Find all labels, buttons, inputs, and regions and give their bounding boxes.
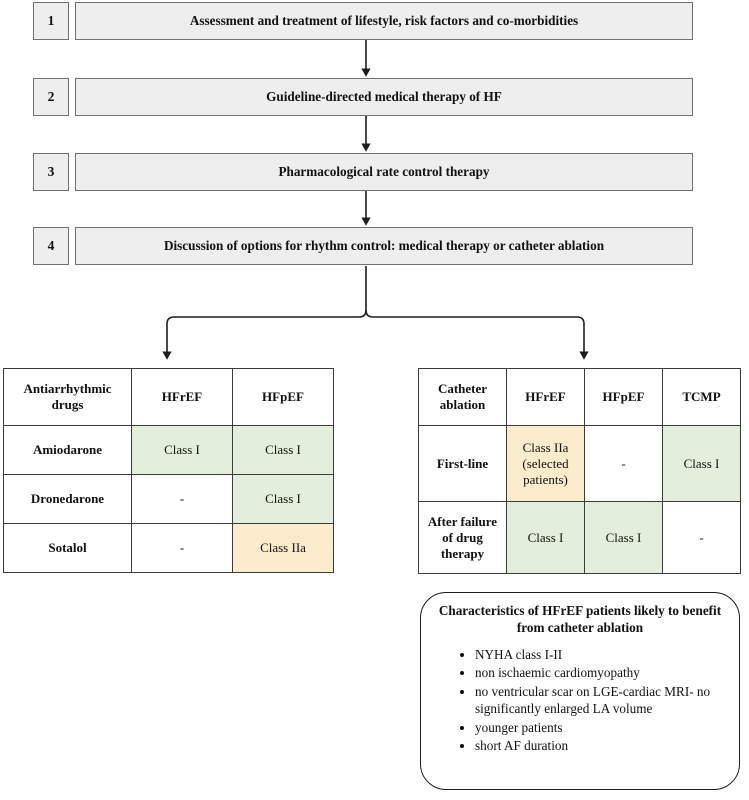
- drug-cell-2-0: -: [131, 523, 233, 573]
- ablation-cell-0-1: -: [584, 425, 663, 502]
- table-row: Sotalol - Class IIa: [3, 523, 334, 573]
- step-label-4: Discussion of options for rhythm control…: [75, 227, 693, 265]
- ablation-cell-0-0: Class IIa (selected patients): [506, 425, 585, 502]
- drug-row-label-2: Sotalol: [3, 523, 132, 573]
- ablation-cell-1-1: Class I: [584, 501, 663, 574]
- list-item: non ischaemic cardiomyopathy: [475, 664, 729, 681]
- ablation-table-header-3: TCMP: [662, 368, 741, 426]
- drug-row-label-0: Amiodarone: [3, 425, 132, 475]
- drug-cell-1-0: -: [131, 474, 233, 524]
- step-row-2: 2 Guideline-directed medical therapy of …: [33, 78, 693, 116]
- ablation-row-label-0: First-line: [418, 425, 507, 502]
- drug-cell-0-0: Class I: [131, 425, 233, 475]
- note-title: Characteristics of HFrEF patients likely…: [438, 603, 722, 635]
- table-row: After failure of drug therapy Class I Cl…: [418, 501, 741, 574]
- drug-cell-2-1: Class IIa: [232, 523, 334, 573]
- table-row: Dronedarone - Class I: [3, 474, 334, 524]
- step-row-4: 4 Discussion of options for rhythm contr…: [33, 227, 693, 265]
- ablation-table-header-2: HFpEF: [584, 368, 663, 426]
- list-item: younger patients: [475, 719, 729, 736]
- list-item: short AF duration: [475, 737, 729, 754]
- drug-table-header-0: Antiarrhythmic drugs: [3, 368, 132, 426]
- list-item: no ventricular scar on LGE-cardiac MRI- …: [475, 683, 729, 718]
- antiarrhythmic-drugs-table: Antiarrhythmic drugs HFrEF HFpEF Amiodar…: [3, 368, 334, 573]
- table-header-row: Catheter ablation HFrEF HFpEF TCMP: [418, 368, 741, 426]
- ablation-table-header-0: Catheter ablation: [418, 368, 507, 426]
- step-number-3: 3: [33, 153, 69, 191]
- ablation-cell-1-2: -: [662, 501, 741, 574]
- step-label-2: Guideline-directed medical therapy of HF: [75, 78, 693, 116]
- list-item: NYHA class I-II: [475, 646, 729, 663]
- step-row-1: 1 Assessment and treatment of lifestyle,…: [33, 2, 693, 40]
- step-row-3: 3 Pharmacological rate control therapy: [33, 153, 693, 191]
- drug-row-label-1: Dronedarone: [3, 474, 132, 524]
- ablation-table-header-1: HFrEF: [506, 368, 585, 426]
- note-bullet-list: NYHA class I-II non ischaemic cardiomyop…: [421, 646, 739, 755]
- table-header-row: Antiarrhythmic drugs HFrEF HFpEF: [3, 368, 334, 426]
- table-row: Amiodarone Class I Class I: [3, 425, 334, 475]
- catheter-ablation-table: Catheter ablation HFrEF HFpEF TCMP First…: [418, 368, 741, 574]
- drug-cell-0-1: Class I: [232, 425, 334, 475]
- branch-to-ablation-table: [365, 309, 589, 360]
- drug-cell-1-1: Class I: [232, 474, 334, 524]
- drug-table-header-2: HFpEF: [232, 368, 334, 426]
- step-label-1: Assessment and treatment of lifestyle, r…: [75, 2, 693, 40]
- ablation-row-label-1: After failure of drug therapy: [418, 501, 507, 574]
- hfref-benefit-note-box: Characteristics of HFrEF patients likely…: [420, 592, 740, 790]
- ablation-cell-1-0: Class I: [506, 501, 585, 574]
- step-number-4: 4: [33, 227, 69, 265]
- step-number-1: 1: [33, 2, 69, 40]
- table-row: First-line Class IIa (selected patients)…: [418, 425, 741, 502]
- step-number-2: 2: [33, 78, 69, 116]
- step-label-3: Pharmacological rate control therapy: [75, 153, 693, 191]
- drug-table-header-1: HFrEF: [131, 368, 233, 426]
- ablation-cell-0-2: Class I: [662, 425, 741, 502]
- branch-to-drug-table: [162, 309, 367, 360]
